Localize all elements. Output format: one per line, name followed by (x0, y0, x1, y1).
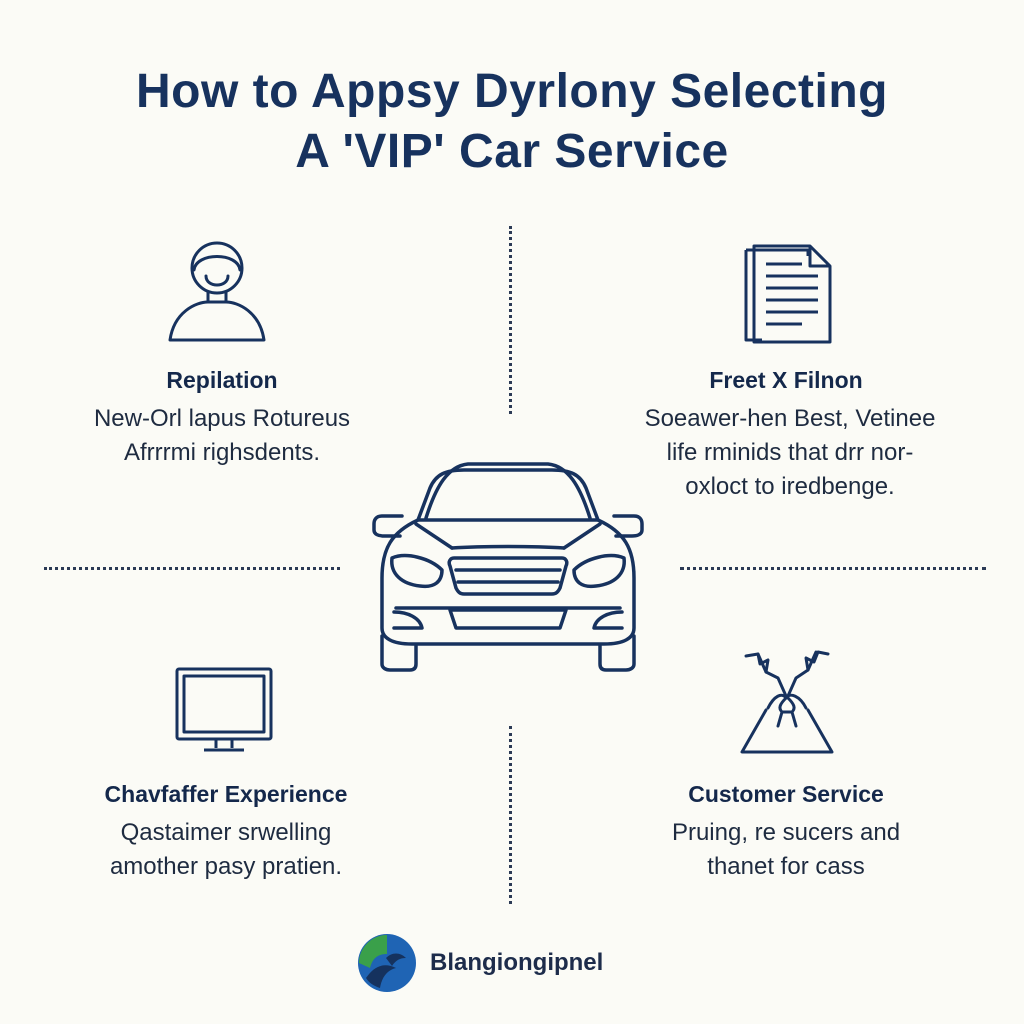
body-line: oxloct to iredbenge. (685, 473, 895, 500)
section-body-chauffeur: Qastaimer srwelling amother pasy pratien… (36, 816, 416, 884)
monitor-icon (174, 666, 274, 756)
section-body-freet: Soeawer-hen Best, Vetinee life rminids t… (590, 402, 990, 504)
title-line-1: How to Appsy Dyrlony Selecting (136, 65, 888, 118)
body-line: Pruing, re sucers and (671, 819, 901, 846)
divider-right (680, 567, 986, 570)
divider-top (509, 226, 512, 414)
section-heading-chauffeur: Chavfaffer Experience (104, 781, 348, 807)
brand-name: Blangiongipnel (430, 949, 604, 976)
title-line-2: A 'VIP' Car Service (295, 125, 729, 178)
car-icon (372, 458, 644, 676)
divider-left (44, 567, 340, 570)
body-line: life rminids that drr nor- (666, 439, 914, 466)
body-line: Soeawer-hen Best, Vetinee (644, 405, 936, 432)
gift-bag-icon (738, 648, 836, 758)
brand-logo: Blangiongipnel (356, 932, 603, 994)
body-line: Afrrrmi righsdents. (123, 439, 321, 466)
person-icon (166, 240, 268, 344)
body-line: New-Orl lapus Rotureus (93, 405, 351, 432)
section-heading-repilation: Repilation (166, 367, 278, 393)
body-line: amother pasy pratien. (109, 853, 343, 880)
section-body-customer-service: Pruing, re sucers and thanet for cass (596, 816, 976, 884)
page-title: How to Appsy Dyrlony Selecting A 'VIP' C… (0, 62, 1024, 182)
body-line: thanet for cass (707, 853, 865, 880)
body-line: Qastaimer srwelling (120, 819, 332, 846)
document-icon (742, 244, 834, 344)
section-heading-customer-service: Customer Service (688, 781, 884, 807)
section-heading-freet: Freet X Filnon (709, 367, 863, 393)
section-body-repilation: New-Orl lapus Rotureus Afrrrmi righsdent… (32, 402, 412, 470)
brand-logo-icon (358, 934, 416, 992)
divider-bottom (509, 726, 512, 904)
